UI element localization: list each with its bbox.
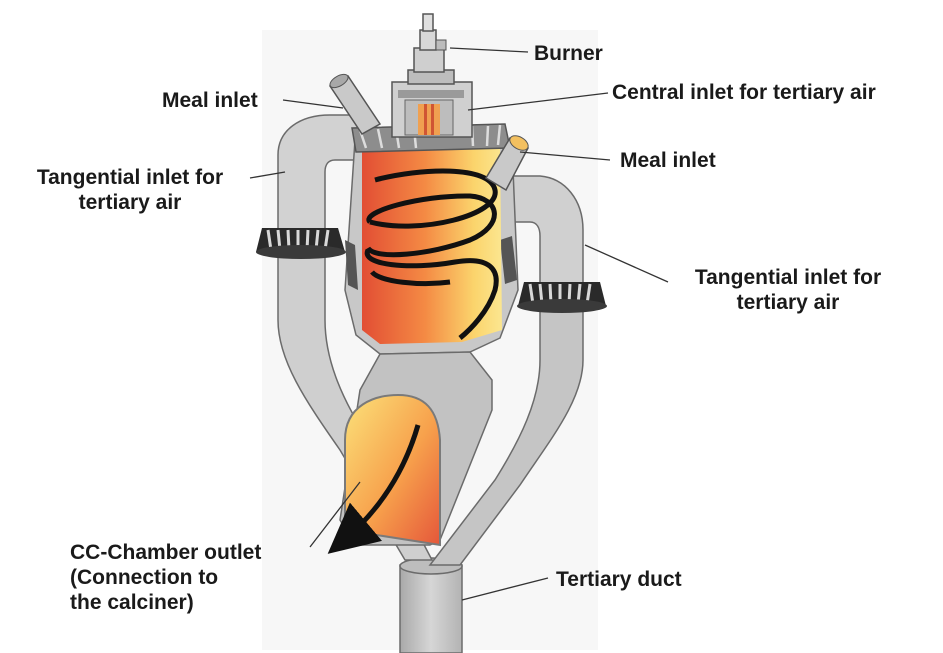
outlet-line1: CC-Chamber outlet <box>70 540 261 565</box>
tangential-inlet-right-label: Tangential inlet for tertiary air <box>668 265 908 315</box>
lower-flame-zone <box>345 395 440 545</box>
tertiary-duct <box>400 558 462 653</box>
left-tangential-ring <box>256 228 346 259</box>
tangential-inlet-right-line2: tertiary air <box>668 290 908 315</box>
tangential-inlet-left-label: Tangential inlet for tertiary air <box>10 165 250 215</box>
central-inlet-label: Central inlet for tertiary air <box>612 80 876 105</box>
tangential-inlet-left-line2: tertiary air <box>10 190 250 215</box>
cc-chamber-outlet-label: CC-Chamber outlet (Connection to the cal… <box>70 540 261 615</box>
burner-label: Burner <box>534 41 603 66</box>
outlet-line3: the calciner) <box>70 590 261 615</box>
tangential-inlet-right-line1: Tangential inlet for <box>668 265 908 290</box>
meal-inlet-right-label: Meal inlet <box>620 148 716 173</box>
tangential-inlet-left-line1: Tangential inlet for <box>10 165 250 190</box>
central-inlet-housing <box>392 82 472 137</box>
tertiary-duct-label: Tertiary duct <box>556 567 682 592</box>
outlet-line2: (Connection to <box>70 565 261 590</box>
right-tangential-ring <box>517 282 607 313</box>
meal-inlet-left-label: Meal inlet <box>162 88 258 113</box>
